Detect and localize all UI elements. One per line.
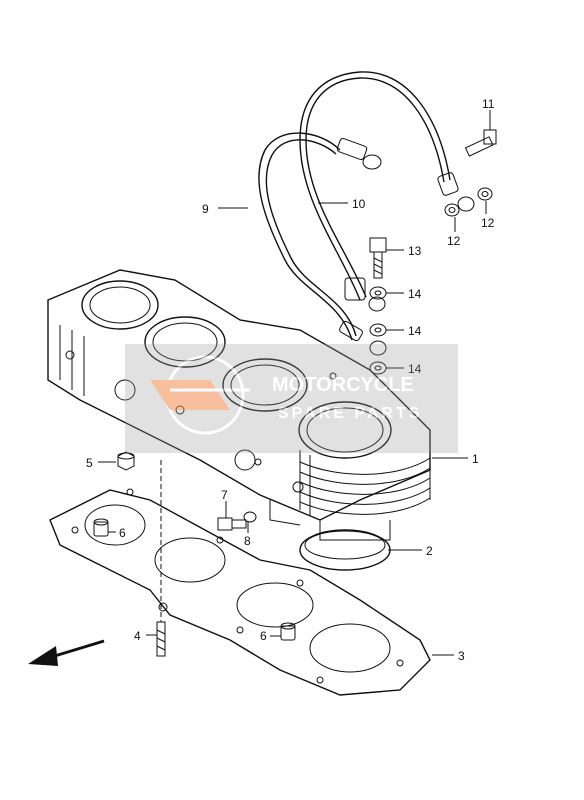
front-direction-arrow-icon bbox=[28, 639, 105, 666]
nut-5 bbox=[117, 451, 135, 471]
callout-4: 4 bbox=[134, 629, 141, 643]
callout-12-right: 12 bbox=[481, 216, 495, 230]
callout-14-lower: 14 bbox=[408, 362, 422, 376]
watermark-line1: MOTORCYCLE bbox=[272, 374, 414, 396]
dowel-pin-6 bbox=[93, 518, 296, 641]
callout-9: 9 bbox=[202, 202, 209, 216]
cylinder-gasket-3 bbox=[49, 488, 431, 696]
callout-10: 10 bbox=[352, 197, 366, 211]
callout-3: 3 bbox=[458, 649, 465, 663]
motorcycle-logo-icon bbox=[150, 355, 250, 435]
callout-1: 1 bbox=[472, 452, 479, 466]
washer-12 bbox=[444, 187, 493, 217]
callout-8: 8 bbox=[244, 534, 251, 548]
callout-2: 2 bbox=[426, 544, 433, 558]
callout-labels: 1 2 3 4 5 6 6 7 8 9 10 11 12 12 13 14 14… bbox=[86, 97, 495, 663]
oil-hose-9 bbox=[258, 132, 387, 356]
watermark-line2: SPARE PARTS bbox=[278, 405, 422, 422]
callout-7: 7 bbox=[221, 488, 228, 502]
callout-11: 11 bbox=[482, 97, 495, 111]
callout-6: 6 bbox=[119, 526, 126, 540]
oil-hose-10 bbox=[299, 71, 475, 312]
banjo-bolt-11 bbox=[464, 129, 497, 157]
callout-13: 13 bbox=[408, 244, 422, 258]
callout-14-middle: 14 bbox=[408, 324, 422, 338]
callout-12-left: 12 bbox=[447, 234, 461, 248]
o-ring-2 bbox=[299, 529, 391, 571]
callout-14-upper: 14 bbox=[408, 287, 422, 301]
washer-8 bbox=[243, 511, 257, 523]
bolt-7 bbox=[217, 517, 247, 531]
union-bolt-13 bbox=[369, 237, 387, 279]
cylinder-block-1 bbox=[47, 269, 431, 541]
leader-lines bbox=[98, 110, 491, 656]
callout-5: 5 bbox=[86, 456, 93, 470]
callout-6-lower: 6 bbox=[260, 629, 267, 643]
stud-bolt-4 bbox=[156, 460, 166, 657]
watermark: MOTORCYCLE SPARE PARTS bbox=[125, 344, 458, 453]
